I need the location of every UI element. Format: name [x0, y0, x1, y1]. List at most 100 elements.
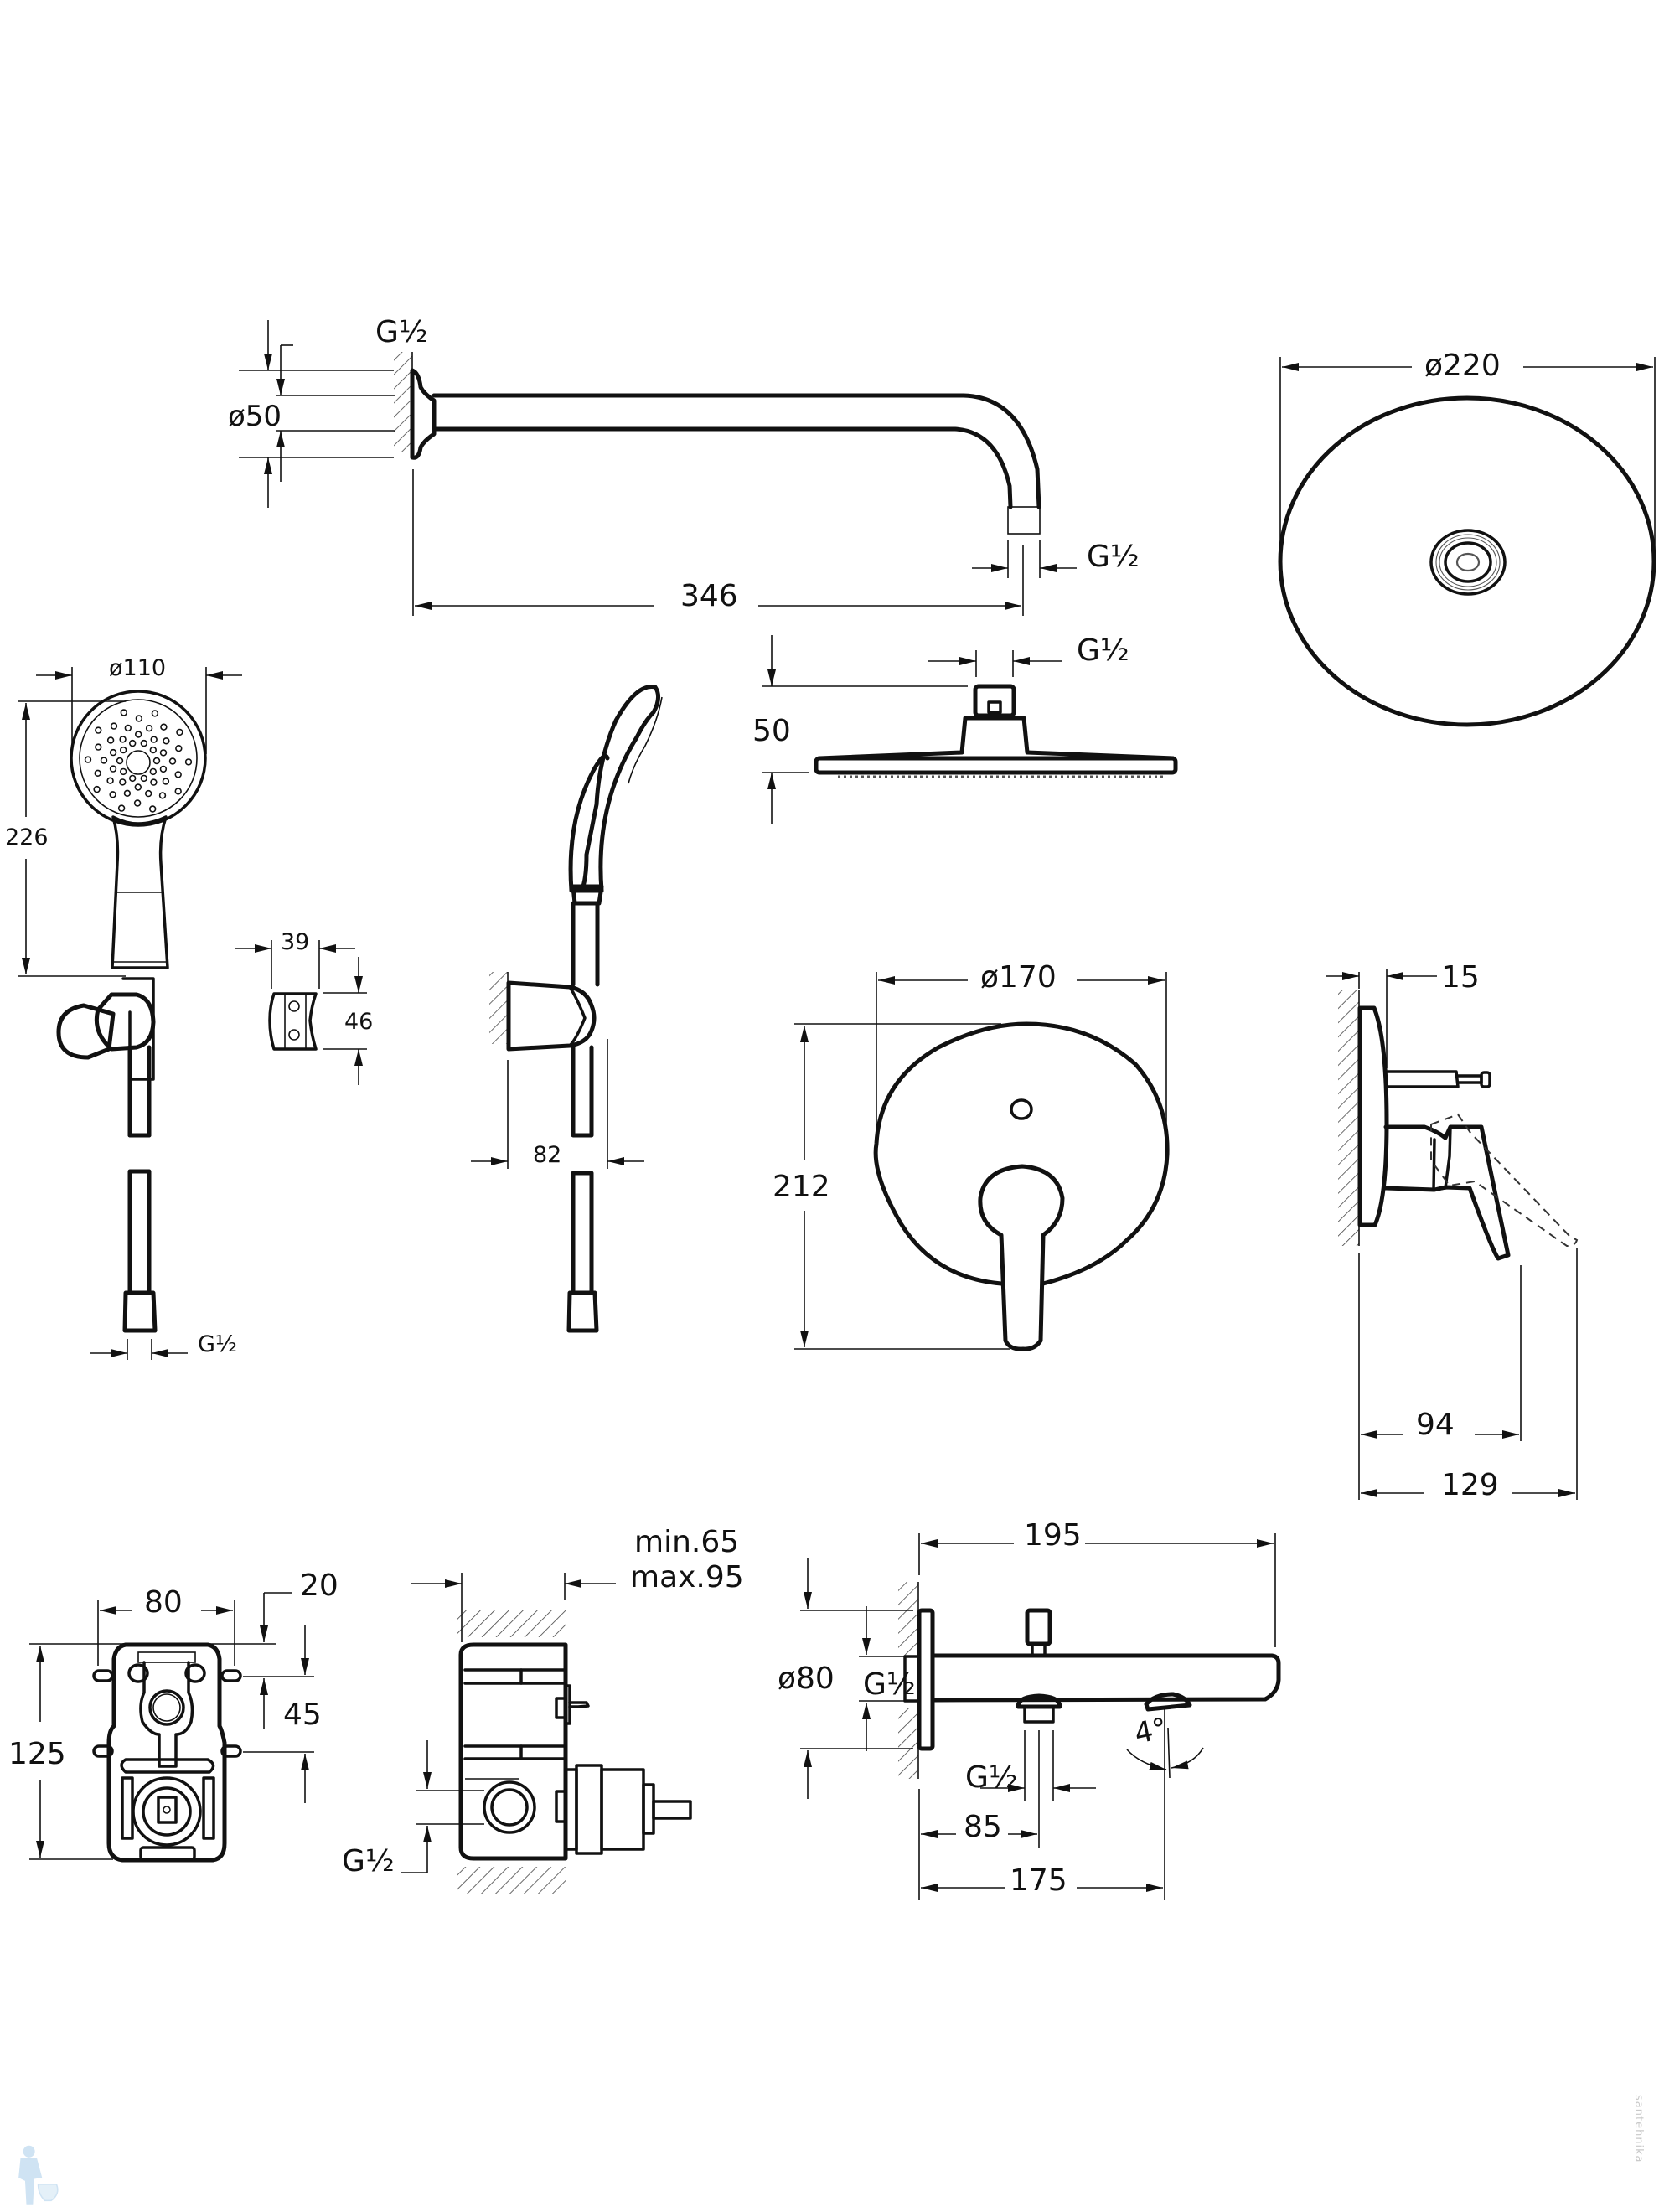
- spray-nozzle: [106, 777, 114, 784]
- arm-pipe: [432, 393, 1041, 509]
- wall-hatch: [394, 352, 412, 452]
- spray-nozzle: [159, 749, 168, 757]
- spray-nozzle: [95, 726, 102, 734]
- diverter-hole: [1010, 1098, 1033, 1120]
- spray-nozzle: [134, 783, 142, 791]
- spray-nozzle: [109, 765, 117, 773]
- spout-outlet-offset-label: 85: [964, 1810, 1002, 1844]
- hand-shower-head: [70, 690, 207, 827]
- side-wall-hatch: [489, 972, 508, 1044]
- arm-projection-label: 346: [680, 579, 738, 613]
- spray-nozzle: [119, 736, 127, 743]
- spout-outlet-thread-label: G½: [965, 1760, 1018, 1795]
- spray-nozzle: [159, 765, 168, 773]
- spray-nozzle: [109, 791, 116, 798]
- spray-nozzle: [116, 757, 124, 765]
- spray-nozzle: [150, 736, 158, 743]
- spray-nozzle: [94, 769, 101, 777]
- arm-flange: [410, 368, 437, 460]
- spray-nozzle: [168, 757, 177, 765]
- spout-reach-label: 175: [1010, 1863, 1067, 1898]
- spray-nozzle: [106, 736, 115, 744]
- mixer-front-view: ø170 212: [773, 960, 1170, 1351]
- watermark-side-text: santehnika: [1632, 2095, 1645, 2163]
- spray-nozzle: [140, 739, 148, 747]
- hand-shower-diameter-label: ø110: [109, 655, 166, 681]
- spout-length-label: 195: [1024, 1518, 1082, 1553]
- plumber-mascot-icon: [18, 2145, 59, 2205]
- spout-wall-hatch-top: [898, 1582, 918, 1656]
- body-height-label: 125: [8, 1737, 66, 1771]
- head-shower-top-view: ø220: [1278, 349, 1656, 727]
- hand-shower-length-label: 226: [5, 824, 49, 850]
- head-shower-side-body: [814, 756, 1178, 775]
- head-shower-diameter-label: ø220: [1424, 349, 1501, 383]
- concealed-body-front-view: 80 125 20 45: [8, 1569, 339, 1863]
- mixer-side-view: 15 94 129: [1326, 960, 1579, 1502]
- spray-nozzle: [152, 757, 161, 765]
- spray-nozzle: [120, 746, 127, 754]
- mixer-height-label: 212: [773, 1170, 830, 1204]
- spray-nozzle: [150, 778, 158, 786]
- spray-nozzle: [133, 799, 142, 807]
- spray-nozzle: [129, 739, 137, 747]
- spray-nozzle: [100, 757, 108, 764]
- spout-wall-thread-label: G½: [863, 1667, 916, 1702]
- spray-nozzle: [162, 778, 170, 785]
- lever-projection-label: 94: [1416, 1408, 1455, 1442]
- mixer-plate-diameter-label: ø170: [980, 960, 1057, 995]
- arm-wall-thread-label: G½: [375, 315, 428, 349]
- spray-nozzle: [110, 722, 118, 730]
- spray-nozzle: [151, 710, 159, 717]
- spray-nozzle: [145, 789, 152, 798]
- spray-nozzle: [163, 737, 170, 745]
- body-inlet-thread-label: G½: [342, 1844, 395, 1879]
- spray-nozzle: [119, 778, 127, 786]
- shower-arm: G½ ø50 G½ 346: [228, 315, 1140, 616]
- spout-wall-hatch-bottom: [898, 1708, 918, 1779]
- spray-nozzle: [93, 785, 101, 793]
- body-top-offset-label: 20: [300, 1569, 339, 1603]
- body-wall-hatch-bottom: [457, 1867, 566, 1894]
- mixer-cover-plate: [873, 1021, 1170, 1286]
- spray-nozzle: [140, 774, 148, 783]
- hand-shower-front-view: ø110 226 G½: [5, 655, 242, 1360]
- spray-nozzle: [184, 758, 193, 766]
- body-depth-max-label: max.95: [630, 1560, 744, 1594]
- spray-nozzle: [123, 789, 132, 797]
- spray-nozzle: [174, 788, 182, 795]
- spray-nozzle: [135, 715, 143, 722]
- hand-shower-projection-label: 82: [533, 1142, 561, 1168]
- head-shower-height-label: 50: [752, 714, 791, 748]
- spray-nozzle: [135, 731, 142, 738]
- bracket-height-label: 46: [344, 1009, 373, 1035]
- spray-nozzle: [84, 756, 92, 763]
- bracket-width-label: 39: [281, 929, 309, 955]
- body-width-label: 80: [144, 1585, 183, 1620]
- spray-nozzles: [84, 709, 193, 813]
- spout-flange-diameter-label: ø80: [778, 1662, 835, 1696]
- spray-nozzle: [109, 748, 117, 757]
- spray-nozzle: [120, 709, 128, 716]
- bath-spout: 195 ø80 G½ G½ 85 175 4°: [778, 1518, 1281, 1900]
- head-shower-side-view: 50 G½: [752, 633, 1178, 824]
- spray-nozzle: [145, 724, 153, 732]
- spray-nozzle: [149, 746, 158, 754]
- arm-outlet-thread: [1007, 506, 1041, 535]
- lever-max-projection-label: 129: [1441, 1468, 1499, 1502]
- spray-nozzle: [117, 804, 126, 812]
- arm-flange-diameter-label: ø50: [228, 400, 282, 433]
- body-depth-min-label: min.65: [634, 1525, 739, 1559]
- head-shower-plate: [1278, 395, 1656, 727]
- spray-nozzle: [95, 743, 102, 751]
- spray-nozzle: [149, 805, 157, 813]
- hand-shower-side-view: 82: [471, 685, 663, 1333]
- arm-outlet-thread-label: G½: [1087, 540, 1140, 574]
- concealed-body-side-view: min.65 max.95 G½: [342, 1525, 744, 1894]
- spray-nozzle: [160, 723, 168, 731]
- spray-nozzle: [175, 744, 183, 752]
- head-shower-thread-label: G½: [1077, 633, 1129, 668]
- hose-thread-label: G½: [198, 1331, 237, 1357]
- spout-swivel-angle-label: 4°: [1131, 1712, 1170, 1751]
